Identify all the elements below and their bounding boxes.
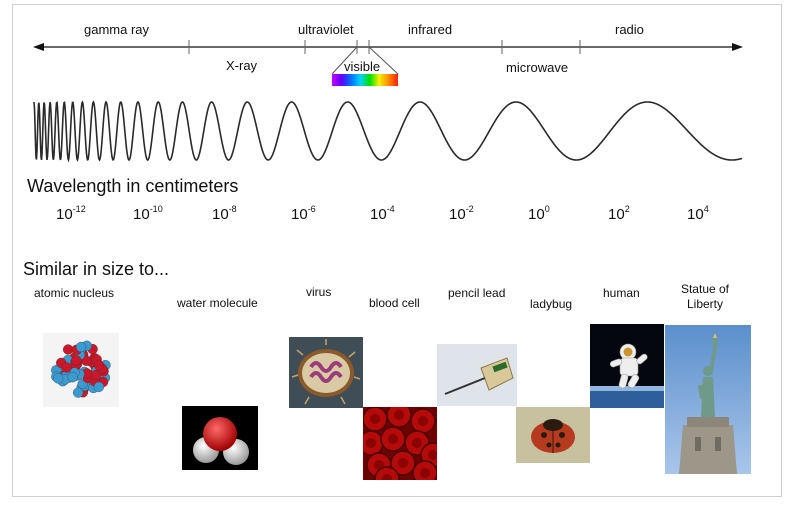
scale-label: 10-2: [449, 204, 474, 223]
caption-blood-cell: blood cell: [369, 296, 420, 310]
scale-label: 10-8: [212, 204, 237, 223]
caption-pencil-lead: pencil lead: [448, 286, 506, 300]
scale-label: 10-12: [56, 204, 86, 223]
caption-statue-of-liberty: Statue of Liberty: [680, 282, 730, 311]
astronaut-icon: [590, 324, 664, 408]
wave-graphic: [33, 100, 743, 163]
scale-label: 100: [528, 204, 550, 223]
ladybug-icon: [516, 407, 590, 463]
statue-of-liberty-icon: [665, 325, 751, 474]
caption-virus: virus: [306, 285, 332, 299]
band-label-ultraviolet: ultraviolet: [298, 22, 354, 37]
band-label-infrared: infrared: [408, 22, 453, 37]
band-label-visible: visible: [344, 59, 381, 74]
pencil-lead-icon: [437, 344, 517, 406]
spectrum-axis: [33, 40, 743, 75]
blood-cell-icon: [363, 407, 437, 480]
band-label-x-ray: X-ray: [226, 58, 258, 73]
scale-label: 10-6: [291, 204, 316, 223]
size-heading: Similar in size to...: [23, 259, 170, 279]
atom-nucleus-icon: [43, 333, 119, 407]
band-label-gamma-ray: gamma ray: [84, 22, 150, 37]
visible-spectrum-bar: [332, 74, 398, 86]
caption-ladybug: ladybug: [530, 297, 573, 311]
caption-atomic-nucleus: atomic nucleus: [34, 286, 115, 300]
scale-label: 10-4: [370, 204, 395, 223]
diagram-frame: [12, 4, 782, 497]
band-label-microwave: microwave: [506, 60, 569, 75]
wavelength-heading: Wavelength in centimeters: [27, 176, 239, 196]
scale-label: 10-10: [133, 204, 163, 223]
water-molecule-icon: [182, 406, 258, 470]
band-label-radio: radio: [615, 22, 644, 37]
caption-water-molecule: water molecule: [177, 296, 258, 310]
virus-icon: [289, 337, 363, 408]
scale-label: 102: [608, 204, 630, 223]
scale-label: 104: [687, 204, 709, 223]
caption-human: human: [603, 286, 640, 300]
